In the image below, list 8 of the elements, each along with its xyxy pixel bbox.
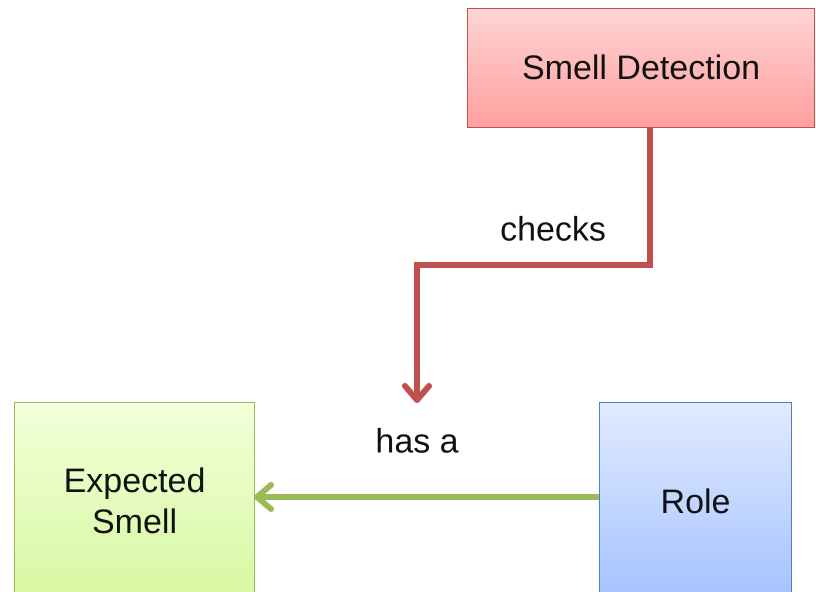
box-label: Expected Smell [62, 461, 206, 543]
process-box [14, 402, 255, 592]
process-box [467, 8, 815, 128]
arrow [402, 128, 653, 403]
arrow [254, 482, 599, 512]
box-label: Role [660, 482, 730, 522]
process-box [599, 402, 792, 592]
box-label: Smell Detection [522, 48, 760, 88]
